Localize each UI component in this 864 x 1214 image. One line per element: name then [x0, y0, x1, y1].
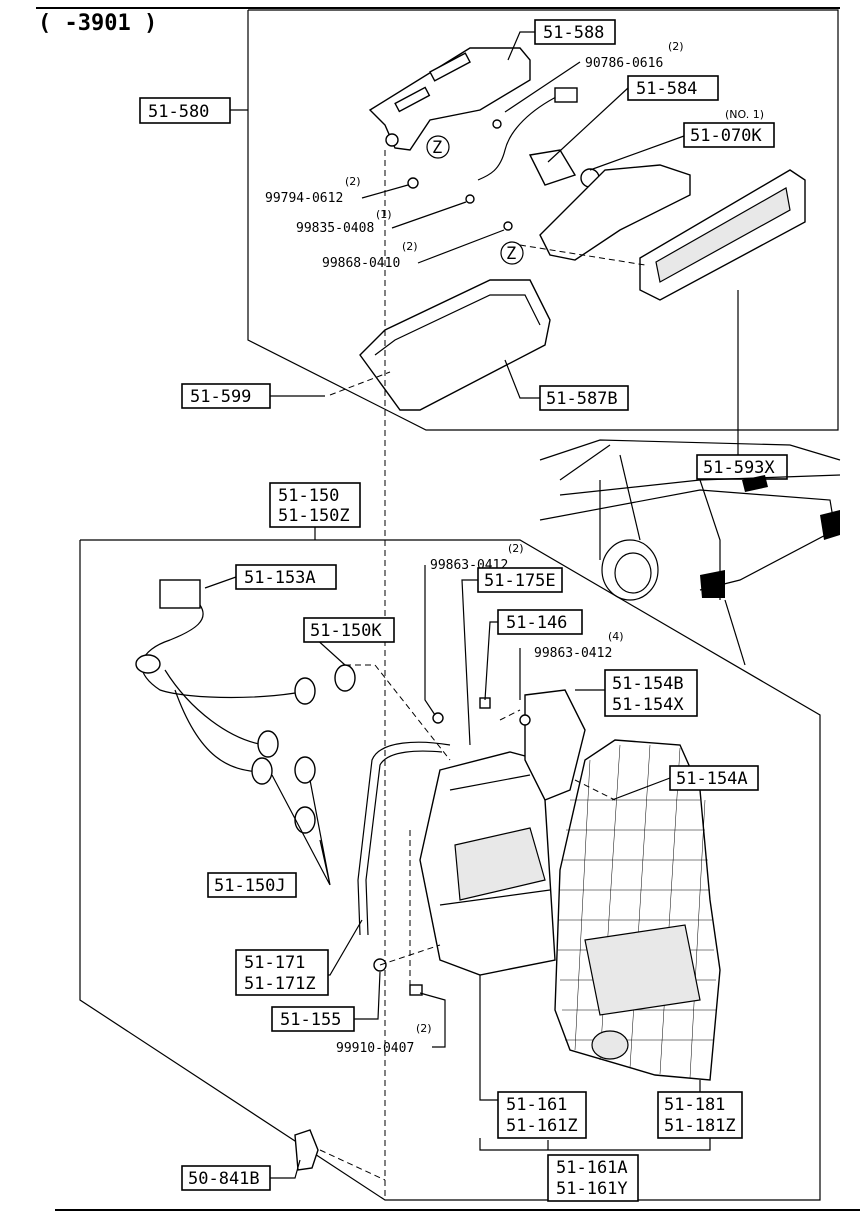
upper-panel: Z Z	[139, 9, 839, 1200]
label-lens-set-2: 51-161Y	[556, 1179, 628, 1199]
label-gasket-2: 51-171Z	[244, 974, 316, 994]
label-bulb-main: 51-150K	[310, 621, 382, 641]
label-screw2: 99794-0612	[265, 191, 343, 206]
bulb-small-2	[294, 806, 316, 834]
note-bulb: (NO. 1)	[725, 108, 764, 121]
qty-screw-d: (4)	[608, 630, 624, 643]
label-bracket: 51-588	[543, 23, 604, 43]
label-gasket-1: 51-171	[244, 953, 305, 973]
label-bulbs: 51-150J	[214, 876, 286, 896]
upper-wire	[477, 94, 561, 181]
label-cap: 51-146	[506, 613, 567, 633]
label-screw-b: 99910-0407	[336, 1041, 414, 1056]
label-clip: 51-599	[190, 387, 251, 407]
qty-screw4: (2)	[402, 240, 418, 253]
qty-screw2: (2)	[345, 175, 361, 188]
label-lens-set-1: 51-161A	[556, 1158, 628, 1178]
label-screw3: 99835-0408	[296, 221, 374, 236]
model-range-header: ( -3901 )	[38, 11, 157, 36]
label-bulb: 51-070K	[690, 126, 762, 146]
label-bracket-1: 51-154B	[612, 674, 684, 694]
label-socket: 51-584	[636, 79, 697, 99]
ref-mark-z-lower: Z	[500, 241, 524, 265]
label-lens-right-2: 51-181Z	[664, 1116, 736, 1136]
qty-screw3: (1)	[376, 208, 392, 221]
label-lens-left-1: 51-161	[506, 1095, 567, 1115]
label-lens: 51-593X	[703, 458, 775, 478]
label-harness: 51-153A	[244, 568, 316, 588]
lower-lens	[554, 739, 721, 1081]
label-lens-right-1: 51-181	[664, 1095, 725, 1115]
vehicle-sketch	[539, 439, 841, 666]
harness-socket-2	[257, 730, 279, 758]
harness-socket-1	[294, 677, 316, 705]
label-51-580: 51-580	[148, 102, 209, 122]
bulb-small-1	[294, 756, 316, 784]
label-housing: 51-587B	[546, 389, 618, 409]
qty-screw-b: (2)	[416, 1022, 432, 1035]
lower-bracket	[524, 689, 586, 801]
label-group-1: 51-150	[278, 486, 339, 506]
label-screw-a: 51-155	[280, 1010, 341, 1030]
label-screw-d: 99863-0412	[534, 646, 612, 661]
bottom-clip	[294, 1129, 319, 1171]
label-group-2: 51-150Z	[278, 506, 350, 526]
label-screw: 90786-0616	[585, 56, 663, 71]
label-bracket-2: 51-154X	[612, 695, 684, 715]
upper-lamp-body	[539, 164, 691, 261]
gasket	[357, 741, 451, 936]
svg-text:Z: Z	[506, 244, 516, 264]
label-screw4: 99868-0410	[322, 256, 400, 271]
upper-connector	[554, 87, 578, 103]
harness-connector	[159, 579, 201, 609]
label-bolt: 51-154A	[676, 769, 748, 789]
ref-mark-z-upper: Z	[426, 135, 450, 159]
bulb-main	[334, 664, 356, 692]
harness-socket-3	[251, 757, 273, 785]
label-nut: 51-175E	[484, 571, 556, 591]
qty-screw: (2)	[668, 40, 684, 53]
label-lens-left-2: 51-161Z	[506, 1116, 578, 1136]
svg-text:Z: Z	[432, 138, 442, 158]
qty-screw-c: (2)	[508, 542, 524, 555]
upper-housing	[359, 279, 551, 411]
label-clip-b: 50-841B	[188, 1169, 260, 1189]
lower-panel: 51-150 51-150Z 51-153A 51-150K 51-150J 5…	[79, 482, 821, 1202]
upper-socket	[528, 149, 577, 186]
